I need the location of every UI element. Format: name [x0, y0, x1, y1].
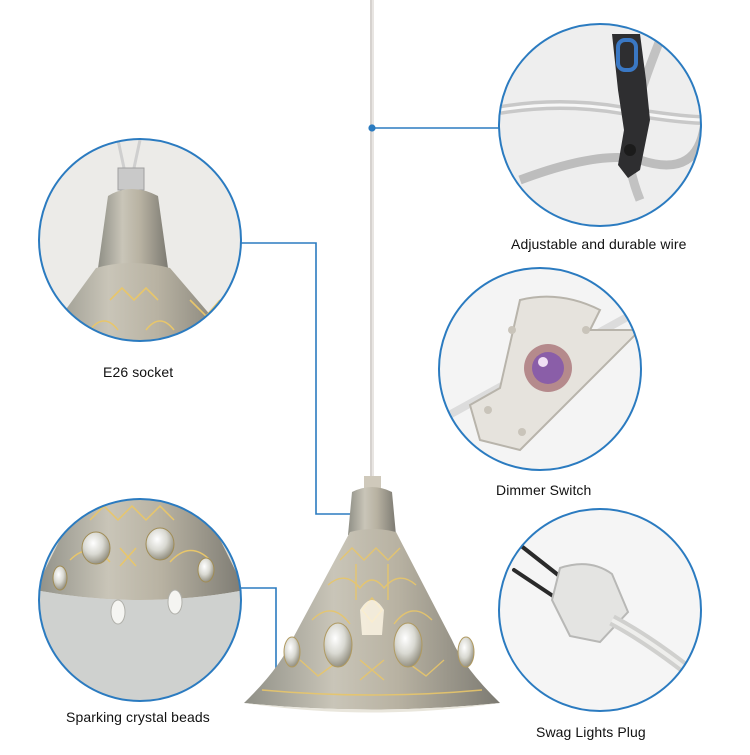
plug-label: Swag Lights Plug — [536, 724, 646, 740]
beads-detail-circle — [38, 498, 242, 702]
pendant-cord — [370, 0, 374, 486]
beads-label: Sparking crystal beads — [66, 709, 210, 725]
plug-detail-circle — [498, 508, 702, 712]
wire-label: Adjustable and durable wire — [511, 236, 687, 252]
pendant-lamp — [244, 476, 500, 713]
dimmer-detail-circle — [438, 267, 642, 471]
socket-label: E26 socket — [103, 364, 174, 380]
wire-detail-circle — [498, 23, 702, 227]
dimmer-label: Dimmer Switch — [496, 482, 592, 498]
socket-detail-circle — [38, 138, 242, 342]
